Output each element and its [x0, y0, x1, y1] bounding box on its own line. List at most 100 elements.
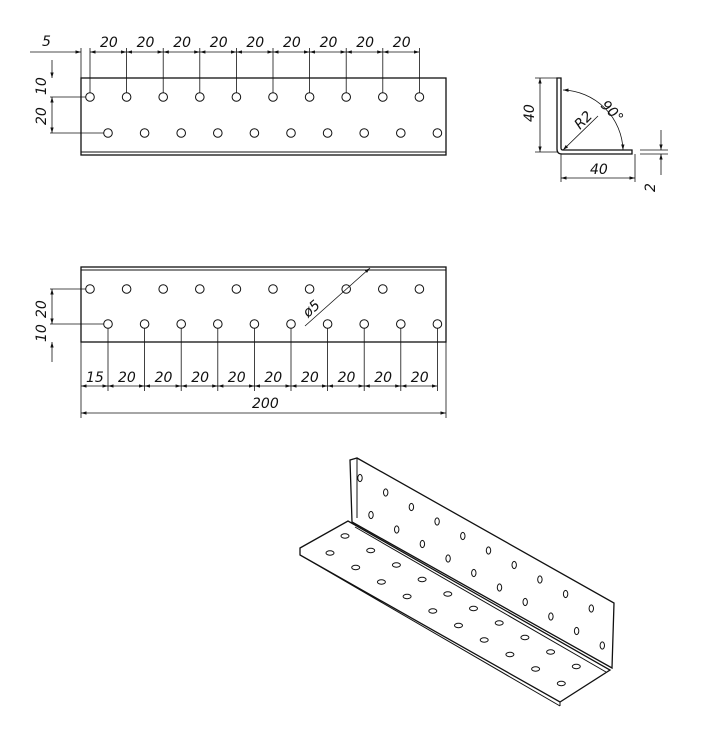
- hole: [85, 92, 95, 102]
- hole: [322, 319, 333, 329]
- dim-pitch-label: 20: [191, 370, 209, 386]
- hole: [85, 284, 95, 294]
- hole: [408, 502, 415, 512]
- hole: [286, 128, 296, 138]
- hole: [103, 128, 113, 138]
- hole: [511, 560, 517, 570]
- dim-edge-10: 10: [34, 77, 50, 95]
- hole: [460, 531, 466, 541]
- hole: [368, 510, 374, 520]
- hole: [231, 284, 242, 294]
- hole: [505, 651, 515, 658]
- hole: [556, 680, 566, 687]
- hole: [548, 612, 554, 621]
- hole: [546, 649, 556, 655]
- hole: [322, 128, 333, 138]
- hole: [383, 488, 389, 497]
- hole: [414, 92, 425, 102]
- dim-pitch-label: 20: [411, 370, 429, 386]
- hole: [195, 92, 205, 102]
- hole: [366, 547, 376, 554]
- hole: [359, 128, 370, 138]
- dim-thickness-2: 2: [643, 183, 659, 192]
- hole: [176, 128, 186, 138]
- isometric-view: [299, 457, 615, 707]
- hole: [443, 591, 453, 597]
- dim-row-gap-20: 20: [34, 300, 50, 318]
- hole: [340, 533, 350, 539]
- dim-edge-10: 10: [34, 324, 50, 342]
- hole: [469, 605, 478, 612]
- side-view: 40 40 90° R2 2: [522, 77, 668, 192]
- dim-width-40: 40: [590, 162, 608, 178]
- dim-radius-r2: R2: [572, 108, 597, 133]
- hole: [249, 319, 260, 329]
- hole: [304, 284, 315, 294]
- hole: [396, 128, 406, 138]
- hole: [396, 319, 406, 329]
- hole: [139, 319, 150, 329]
- hole: [341, 92, 352, 102]
- hole: [402, 593, 412, 600]
- dim-row-gap-20: 20: [34, 107, 50, 125]
- hole: [414, 284, 425, 294]
- hole: [454, 622, 463, 629]
- dim-pitch-label: 20: [338, 370, 356, 386]
- hole: [391, 562, 401, 568]
- top-view-holes: [85, 92, 443, 138]
- vertical-flange: [349, 457, 615, 670]
- dim-pitch-label: 20: [228, 370, 246, 386]
- hole: [268, 284, 278, 294]
- dim-pitch-label: 20: [264, 370, 282, 386]
- hole: [286, 319, 296, 329]
- hole: [231, 92, 242, 102]
- horizontal-flange: [299, 520, 612, 703]
- hole: [471, 568, 477, 578]
- hole: [428, 608, 438, 614]
- bottom-view-outline: [80, 266, 447, 343]
- hole: [121, 92, 132, 102]
- hole: [394, 525, 400, 534]
- hole: [268, 92, 278, 102]
- dim-angle-90: 90°: [597, 98, 626, 127]
- hole: [417, 576, 427, 583]
- hole: [359, 319, 370, 329]
- top-view-outline: [80, 77, 447, 156]
- hole: [103, 319, 113, 329]
- hole: [588, 604, 594, 613]
- dim-pitch-label: 20: [137, 35, 155, 51]
- dim-pitch-label: 20: [246, 35, 264, 51]
- hole: [485, 546, 492, 555]
- hole: [195, 284, 205, 294]
- dim-pitch-label: 20: [393, 35, 411, 51]
- hole: [445, 554, 451, 563]
- dim-offset-5: 5: [42, 34, 51, 50]
- dim-pitch-label: 20: [100, 35, 118, 51]
- hole: [522, 597, 528, 607]
- hole: [537, 575, 543, 584]
- hole: [479, 637, 489, 643]
- hole: [139, 128, 150, 138]
- dim-pitch-label: 20: [173, 35, 191, 51]
- dim-pitch-label: 20: [301, 370, 319, 386]
- hole: [249, 128, 260, 138]
- hole: [158, 284, 168, 294]
- hole: [351, 564, 361, 571]
- hole: [304, 92, 315, 102]
- hole: [121, 284, 132, 294]
- hole: [357, 473, 363, 483]
- hole: [376, 579, 386, 585]
- dim-length-200: 200: [252, 396, 279, 412]
- hole: [378, 284, 388, 294]
- dim-pitch-label: 20: [283, 35, 301, 51]
- dim-pitch-label: 20: [155, 370, 173, 386]
- hole: [213, 319, 223, 329]
- dim-pitch-label: 20: [356, 35, 374, 51]
- dim-height-40: 40: [522, 104, 538, 122]
- hole: [213, 128, 223, 138]
